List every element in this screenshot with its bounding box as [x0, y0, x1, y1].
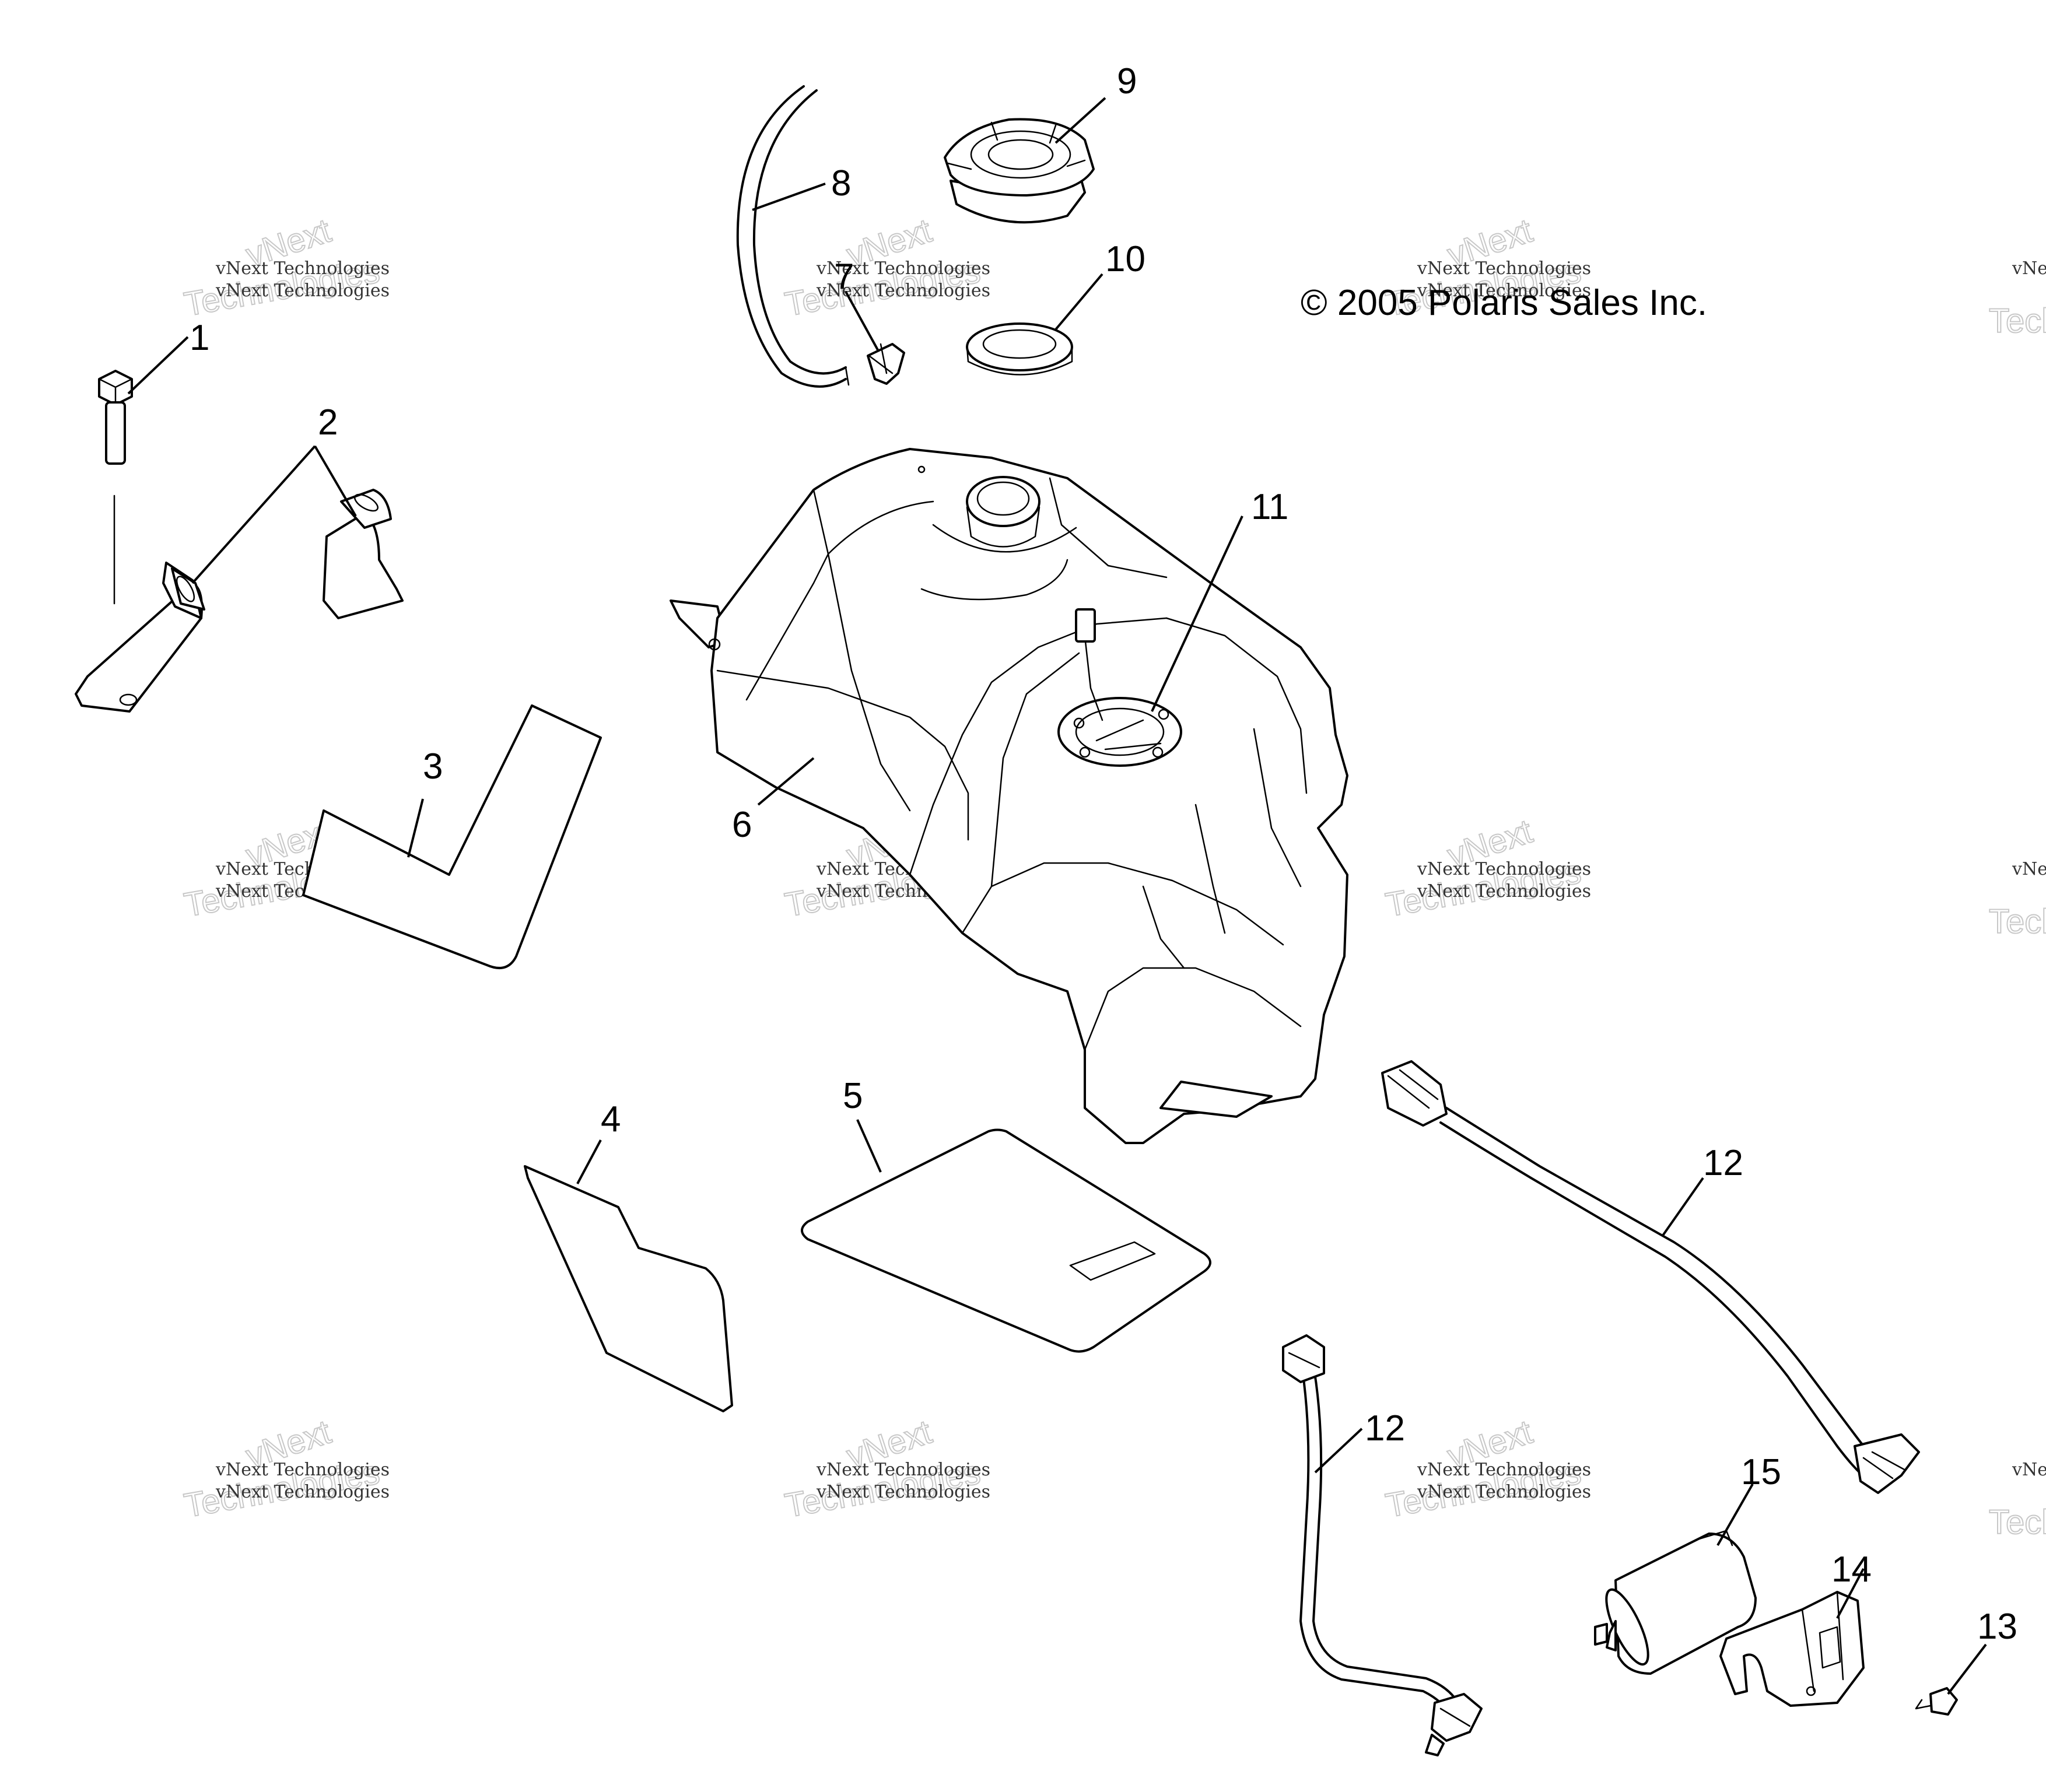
svg-text:vNext Technologies: vNext Technologies	[215, 1482, 390, 1502]
svg-text:vNext Technologies: vNext Technologies	[816, 1460, 990, 1480]
part-15-fuel-filter	[1594, 1530, 1757, 1675]
copyright-notice: © 2005 Polaris Sales Inc.	[1301, 283, 1707, 323]
svg-text:vNext Technologies: vNext Technologies	[1417, 859, 1591, 879]
watermark-edge: vNext Technologies Technologies	[1988, 1460, 2046, 1542]
part-12-fuel-line-a	[1381, 1060, 1920, 1494]
svg-text:vNext Technologies: vNext Technologies	[1417, 258, 1591, 279]
callout-14: 14	[1831, 1549, 1872, 1590]
callout-12-lower: 12	[1365, 1408, 1405, 1449]
part-13-screw	[1915, 1687, 1958, 1716]
svg-text:vNext Technologies: vNext Technologies	[816, 258, 990, 279]
callout-2: 2	[318, 402, 338, 443]
part-12-fuel-line-b	[1282, 1334, 1483, 1756]
svg-text:vNext Technologies: vNext Technologies	[1417, 280, 1591, 301]
svg-text:vNext Technologies: vNext Technologies	[2012, 859, 2046, 879]
svg-text:vNext Technologies: vNext Technologies	[1417, 1460, 1591, 1480]
watermark: vNext Technologies vNext Technologies vN…	[1382, 1412, 1591, 1526]
svg-text:Technologies: Technologies	[1989, 302, 2046, 340]
part-10-gasket	[966, 322, 1073, 376]
svg-text:Technologies: Technologies	[1989, 903, 2046, 941]
svg-text:vNext Technologies: vNext Technologies	[215, 258, 390, 279]
svg-text:Technologies: Technologies	[1989, 1503, 2046, 1541]
leader-lines	[127, 97, 1987, 1695]
svg-text:vNext Technologies: vNext Technologies	[2012, 258, 2046, 279]
callout-11: 11	[1251, 487, 1288, 527]
callout-15: 15	[1741, 1452, 1781, 1492]
callout-4: 4	[601, 1099, 621, 1139]
part-5-plate	[801, 1128, 1211, 1353]
svg-text:vNext Technologies: vNext Technologies	[215, 1460, 390, 1480]
svg-text:vNext Technologies: vNext Technologies	[215, 280, 390, 301]
callout-13: 13	[1977, 1607, 2017, 1647]
svg-text:vNext Technologies: vNext Technologies	[1417, 1482, 1591, 1502]
part-14-filter-bracket	[1719, 1591, 1865, 1707]
svg-text:vNext Technologies: vNext Technologies	[816, 1482, 990, 1502]
callout-3: 3	[423, 746, 443, 787]
watermark: vNext Technologies vNext Technologies vN…	[181, 1412, 390, 1526]
callout-9: 9	[1117, 61, 1137, 101]
part-2-brackets	[75, 489, 404, 713]
svg-text:vNext Technologies: vNext Technologies	[2012, 1460, 2046, 1480]
part-9-fuel-cap	[944, 118, 1095, 224]
callout-1: 1	[190, 318, 209, 358]
callout-7: 7	[834, 257, 854, 297]
part-3-pad	[302, 704, 602, 969]
callout-12-upper: 12	[1703, 1143, 1743, 1183]
callout-10: 10	[1105, 239, 1145, 279]
part-8-vent-hose	[736, 85, 850, 388]
watermark: vNext Technologies vNext Technologies vN…	[782, 211, 990, 324]
part-7-fitting	[867, 343, 905, 385]
svg-text:vNext Technologies: vNext Technologies	[816, 280, 990, 301]
part-4-pad	[524, 1165, 733, 1412]
callout-6: 6	[732, 805, 752, 845]
watermark: vNext Technologies vNext Technologies vN…	[782, 1412, 990, 1526]
watermark: vNext Technologies vNext Technologies vN…	[1382, 812, 1591, 925]
part-1-bolt	[98, 370, 133, 605]
callouts: 1 2 3 4 5 6 7 8 9 10 11 12 12 13 14 15	[190, 61, 2017, 1647]
callout-8: 8	[831, 163, 851, 204]
callout-5: 5	[843, 1076, 863, 1116]
watermark: vNext Technologies vNext Technologies vN…	[181, 211, 390, 324]
watermark-edge: vNext Technologies Technologies	[1988, 258, 2046, 341]
watermark-edge: vNext Technologies Technologies	[1988, 859, 2046, 941]
part-6-fuel-tank	[670, 448, 1348, 1144]
svg-text:vNext Technologies: vNext Technologies	[1417, 881, 1591, 902]
